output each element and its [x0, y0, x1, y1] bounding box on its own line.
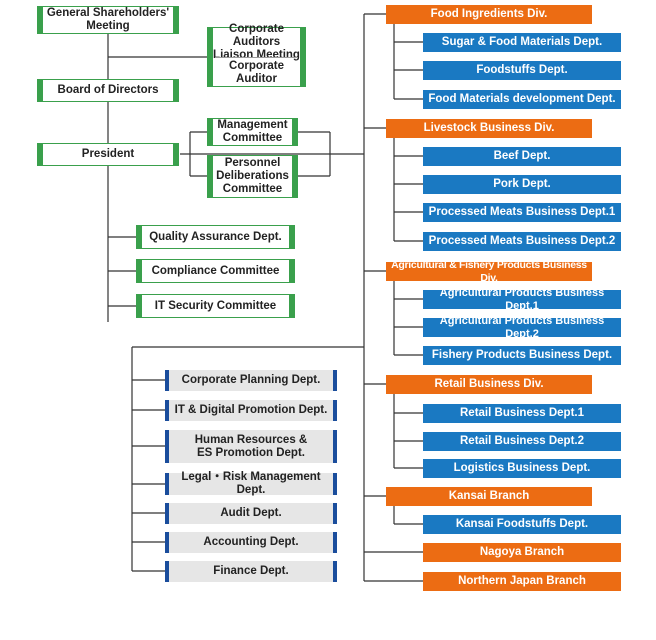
auditor-divider: [215, 57, 298, 58]
compliance-committee-box: Compliance Committee: [136, 259, 295, 283]
dept-box: Agricultural Products Business Dept.2: [423, 315, 621, 340]
dept-box: Foodstuffs Dept.: [423, 61, 621, 80]
shareholders-meeting-box: General Shareholders' Meeting: [37, 6, 179, 34]
branch-box: Nagoya Branch: [423, 543, 621, 562]
management-committee-box: Management Committee: [207, 118, 298, 146]
dept-box: Fishery Products Business Dept.: [423, 346, 621, 365]
admin-dept-box: Finance Dept.: [165, 561, 337, 582]
president-box: President: [37, 143, 179, 166]
dept-box: Agricultural Products Business Dept.1: [423, 287, 621, 312]
division-box: Kansai Branch: [386, 487, 592, 506]
it-security-committee-box: IT Security Committee: [136, 294, 295, 318]
dept-box: Food Materials development Dept.: [423, 90, 621, 109]
auditors-liaison-label: Corporate Auditors Liaison Meeting: [213, 23, 300, 61]
quality-assurance-box: Quality Assurance Dept.: [136, 225, 295, 249]
admin-dept-box: Corporate Planning Dept.: [165, 370, 337, 391]
division-box: Agricultural & Fishery Products Business…: [386, 259, 592, 284]
personnel-committee-box: Personnel Deliberations Committee: [207, 155, 298, 198]
branch-box: Northern Japan Branch: [423, 572, 621, 591]
admin-dept-box: Accounting Dept.: [165, 532, 337, 553]
admin-dept-box: Audit Dept.: [165, 503, 337, 524]
admin-dept-box: IT & Digital Promotion Dept.: [165, 400, 337, 421]
dept-box: Retail Business Dept.1: [423, 404, 621, 423]
division-box: Retail Business Div.: [386, 375, 592, 394]
dept-box: Pork Dept.: [423, 175, 621, 194]
dept-box: Processed Meats Business Dept.1: [423, 203, 621, 222]
auditor-box: Corporate Auditors Liaison Meeting Corpo…: [207, 23, 306, 87]
corporate-auditor-label: Corporate Auditor: [229, 59, 284, 85]
dept-box: Beef Dept.: [423, 147, 621, 166]
board-of-directors-box: Board of Directors: [37, 79, 179, 102]
dept-box: Retail Business Dept.2: [423, 432, 621, 451]
dept-box: Logistics Business Dept.: [423, 459, 621, 478]
admin-dept-box: Legal・Risk Management Dept.: [165, 471, 337, 496]
dept-box: Processed Meats Business Dept.2: [423, 232, 621, 251]
division-box: Food Ingredients Div.: [386, 5, 592, 24]
dept-box: Kansai Foodstuffs Dept.: [423, 515, 621, 534]
admin-dept-box: Human Resources & ES Promotion Dept.: [165, 430, 337, 463]
division-box: Livestock Business Div.: [386, 119, 592, 138]
dept-box: Sugar & Food Materials Dept.: [423, 33, 621, 52]
